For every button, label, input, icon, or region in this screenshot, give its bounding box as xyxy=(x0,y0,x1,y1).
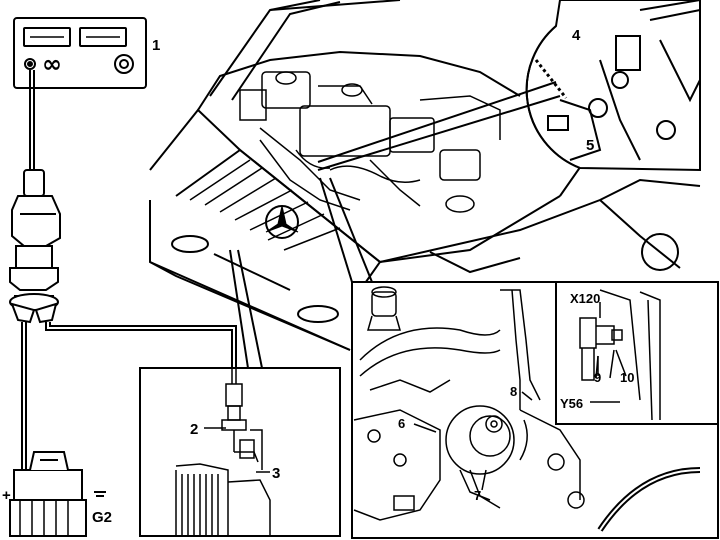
inset-center-leaders xyxy=(229,249,263,369)
inset-leaders-bottom xyxy=(319,177,373,283)
inset-top-right xyxy=(525,0,701,172)
inset-center-details xyxy=(175,330,271,536)
callout-2: 2 xyxy=(190,421,198,438)
current-probe xyxy=(9,169,61,324)
callout-6: 6 xyxy=(398,416,405,431)
callout-10: 10 xyxy=(620,370,634,385)
callout-4: 4 xyxy=(572,27,581,44)
inset-bottom-leaders xyxy=(413,302,627,491)
van-front xyxy=(149,0,701,351)
svg-text:∞: ∞ xyxy=(42,50,62,78)
battery-plus-label: + xyxy=(2,487,11,504)
inset-bottom-details xyxy=(353,286,701,532)
callout-8: 8 xyxy=(510,384,517,399)
tester-unit: ∞ xyxy=(13,17,147,89)
inset-leaders-top xyxy=(317,81,561,171)
battery xyxy=(9,451,106,537)
callout-9: 9 xyxy=(594,370,601,385)
inset-center-callout-leaders xyxy=(204,427,270,473)
callout-g2: G2 xyxy=(92,509,112,526)
tester-cable xyxy=(29,70,35,170)
callout-y56: Y56 xyxy=(560,396,583,411)
engine-details xyxy=(239,71,501,213)
callout-7: 7 xyxy=(474,488,481,503)
callout-1: 1 xyxy=(152,37,160,54)
inset-bottom-right xyxy=(351,281,719,539)
callout-x120: X120 xyxy=(570,291,600,306)
callout-3: 3 xyxy=(272,465,280,482)
callout-5: 5 xyxy=(586,137,594,154)
